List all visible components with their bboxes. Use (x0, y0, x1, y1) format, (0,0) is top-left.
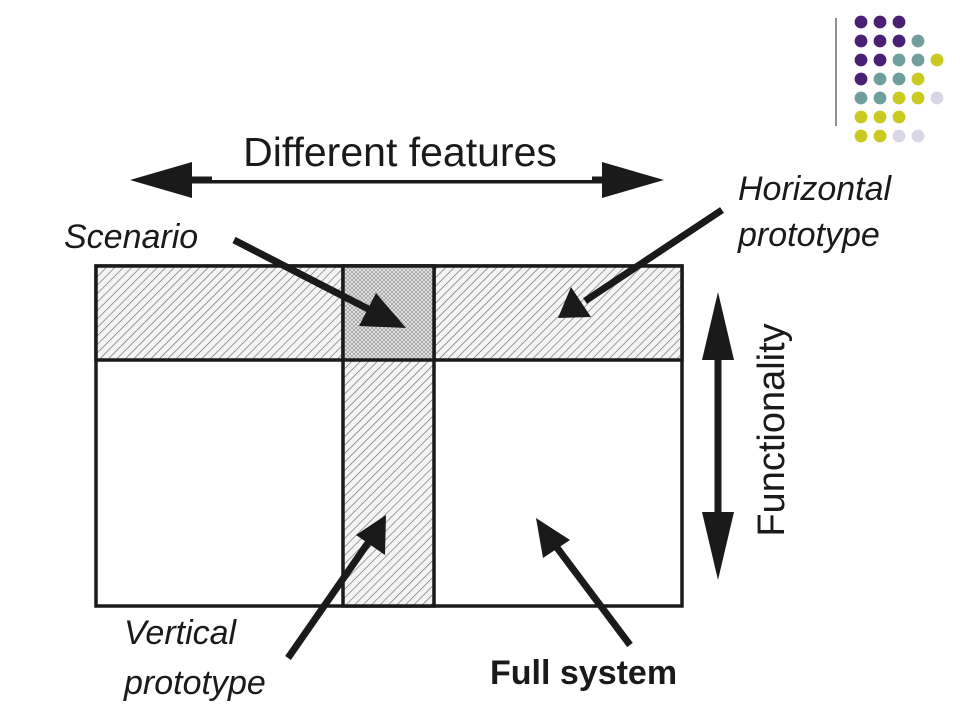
decorative-dot (854, 110, 868, 124)
vertical-prototype-label-line1: Vertical (124, 614, 238, 652)
decorative-dot (873, 110, 887, 124)
decorative-dot (911, 53, 925, 67)
scenario-arrow (232, 236, 406, 328)
functionality-double-arrow (702, 292, 734, 580)
vertical-prototype-label-line2: prototype (123, 664, 266, 702)
decorative-dot (873, 53, 887, 67)
decorative-dot (873, 129, 887, 143)
different-features-label: Different features (243, 129, 557, 175)
decorative-dot (911, 91, 925, 105)
decorative-dot (911, 34, 925, 48)
horizontal-prototype-arrow (558, 207, 724, 318)
decorative-dot (892, 91, 906, 105)
decorative-dot (892, 129, 906, 143)
horizontal-prototype-label-line1: Horizontal (738, 170, 893, 208)
decorative-dot (873, 34, 887, 48)
full-system-label: Full system (490, 654, 677, 692)
decorative-dot (854, 53, 868, 67)
decorative-dot (930, 53, 944, 67)
decorative-dot (892, 15, 906, 29)
decorative-dot (854, 15, 868, 29)
decorative-dot (873, 15, 887, 29)
functionality-label: Functionality (751, 323, 793, 536)
vertical-prototype-arrow (285, 515, 386, 660)
decorative-dot (930, 91, 944, 105)
decorative-dot (892, 110, 906, 124)
decorative-dot (854, 34, 868, 48)
decorative-dot (854, 72, 868, 86)
decorative-dot (892, 53, 906, 67)
decorative-dot (854, 91, 868, 105)
full-system-arrow (536, 518, 633, 648)
decorative-dot (873, 72, 887, 86)
scenario-label: Scenario (64, 218, 198, 256)
horizontal-prototype-label: Horizontal prototype (737, 170, 901, 254)
decorative-dot (911, 72, 925, 86)
decorative-dot (892, 72, 906, 86)
vertical-prototype-label: Vertical prototype (123, 614, 266, 702)
decorative-dot (854, 129, 868, 143)
decorative-dot (892, 34, 906, 48)
horizontal-prototype-label-line2: prototype (737, 216, 880, 254)
decorative-dot-grid (854, 15, 944, 143)
decorative-dot (911, 129, 925, 143)
decorative-dot (873, 91, 887, 105)
